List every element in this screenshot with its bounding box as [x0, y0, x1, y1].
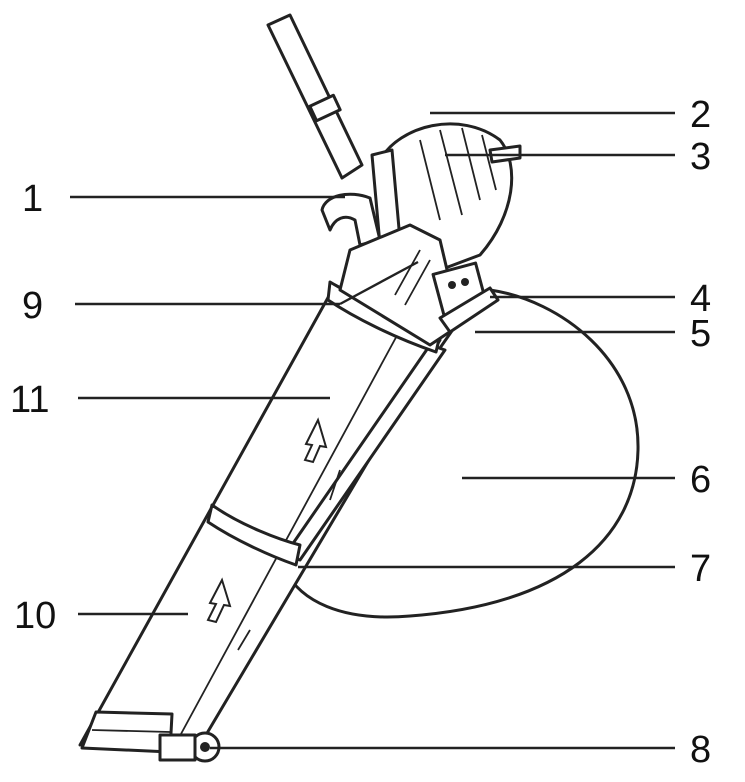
tube-edge-line [174, 329, 401, 746]
strap-buckle [308, 93, 342, 123]
callout-3: 3 [690, 136, 711, 178]
callout-2: 2 [690, 94, 711, 136]
wheel-hub [200, 742, 210, 752]
callout-8: 8 [690, 729, 711, 771]
callout-5: 5 [690, 313, 711, 355]
callout-7: 7 [690, 548, 711, 590]
flow-arrow-lower [206, 577, 232, 624]
front-handle [320, 192, 382, 247]
nozzle-stripe [91, 729, 171, 733]
selector-dot-a [448, 281, 456, 289]
collection-bag [283, 288, 640, 619]
bag-latch [438, 286, 500, 334]
support-rail [283, 343, 447, 562]
callout-1: 1 [22, 178, 43, 220]
callout-9: 9 [22, 285, 43, 327]
selector-dot-b [461, 278, 469, 286]
motor-vents [419, 127, 497, 221]
callout-6: 6 [690, 459, 711, 501]
coupling-band [206, 503, 302, 567]
callout-10: 10 [14, 595, 56, 637]
switch-lever [394, 249, 431, 306]
wheel-bracket [158, 733, 197, 762]
callout-11: 11 [10, 379, 49, 421]
flow-arrow-upper [303, 417, 328, 464]
rail-detail [237, 469, 341, 651]
shoulder-strap [266, 13, 364, 180]
callout-4: 4 [690, 278, 711, 320]
leader-line-9b [339, 260, 419, 306]
